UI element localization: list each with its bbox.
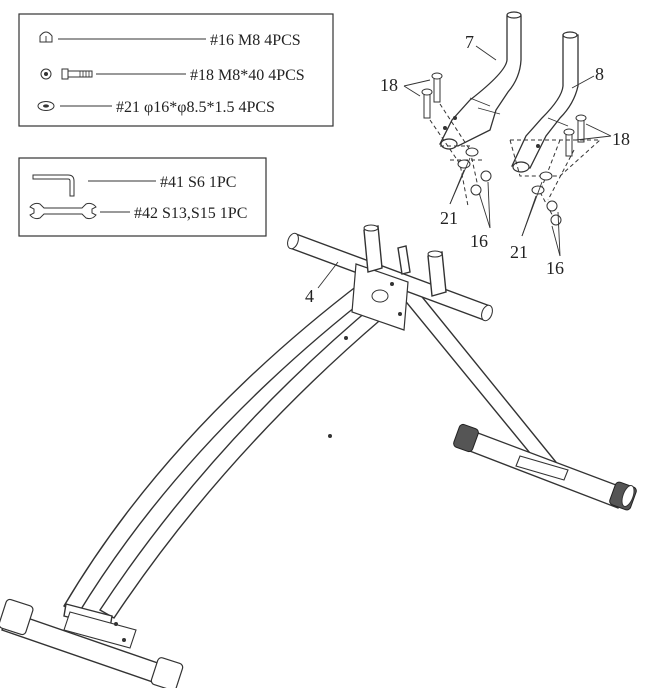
wrench-icon <box>29 202 97 220</box>
callout-part-8: 8 <box>595 64 604 84</box>
part-21-label: #21 φ16*φ8.5*1.5 4PCS <box>116 99 275 116</box>
callout-nut-left: 16 <box>470 231 488 251</box>
callout-bolt-left: 18 <box>380 75 398 95</box>
tools-box: #41 S6 1PC #42 S13,S15 1PC <box>18 157 267 237</box>
main-frame-part-4 <box>0 224 637 688</box>
washer-icon <box>37 101 55 111</box>
cap-nut-icon <box>39 31 53 43</box>
callout-part-7: 7 <box>465 32 474 52</box>
bolt-18-right <box>563 114 587 157</box>
handle-part-7 <box>439 11 522 150</box>
allen-key-icon <box>32 174 75 197</box>
callout-part-4: 4 <box>305 286 314 306</box>
callout-washer-right: 21 <box>510 242 528 262</box>
part-16-label: #16 M8 4PCS <box>210 32 301 49</box>
callout-washer-left: 21 <box>440 208 458 228</box>
washer-nut-left <box>457 147 492 196</box>
bolt-18-left <box>421 72 443 119</box>
part-42-label: #42 S13,S15 1PC <box>134 205 247 222</box>
callout-nut-right: 16 <box>546 258 564 278</box>
bolt-washer-icon <box>40 68 93 80</box>
handle-part-8 <box>511 31 579 173</box>
callout-bolt-right: 18 <box>612 129 630 149</box>
hardware-parts-box: #16 M8 4PCS #18 M8*40 4PCS #21 φ16*φ8.5*… <box>18 13 334 127</box>
part-41-label: #41 S6 1PC <box>160 174 236 191</box>
part-18-label: #18 M8*40 4PCS <box>190 67 305 84</box>
